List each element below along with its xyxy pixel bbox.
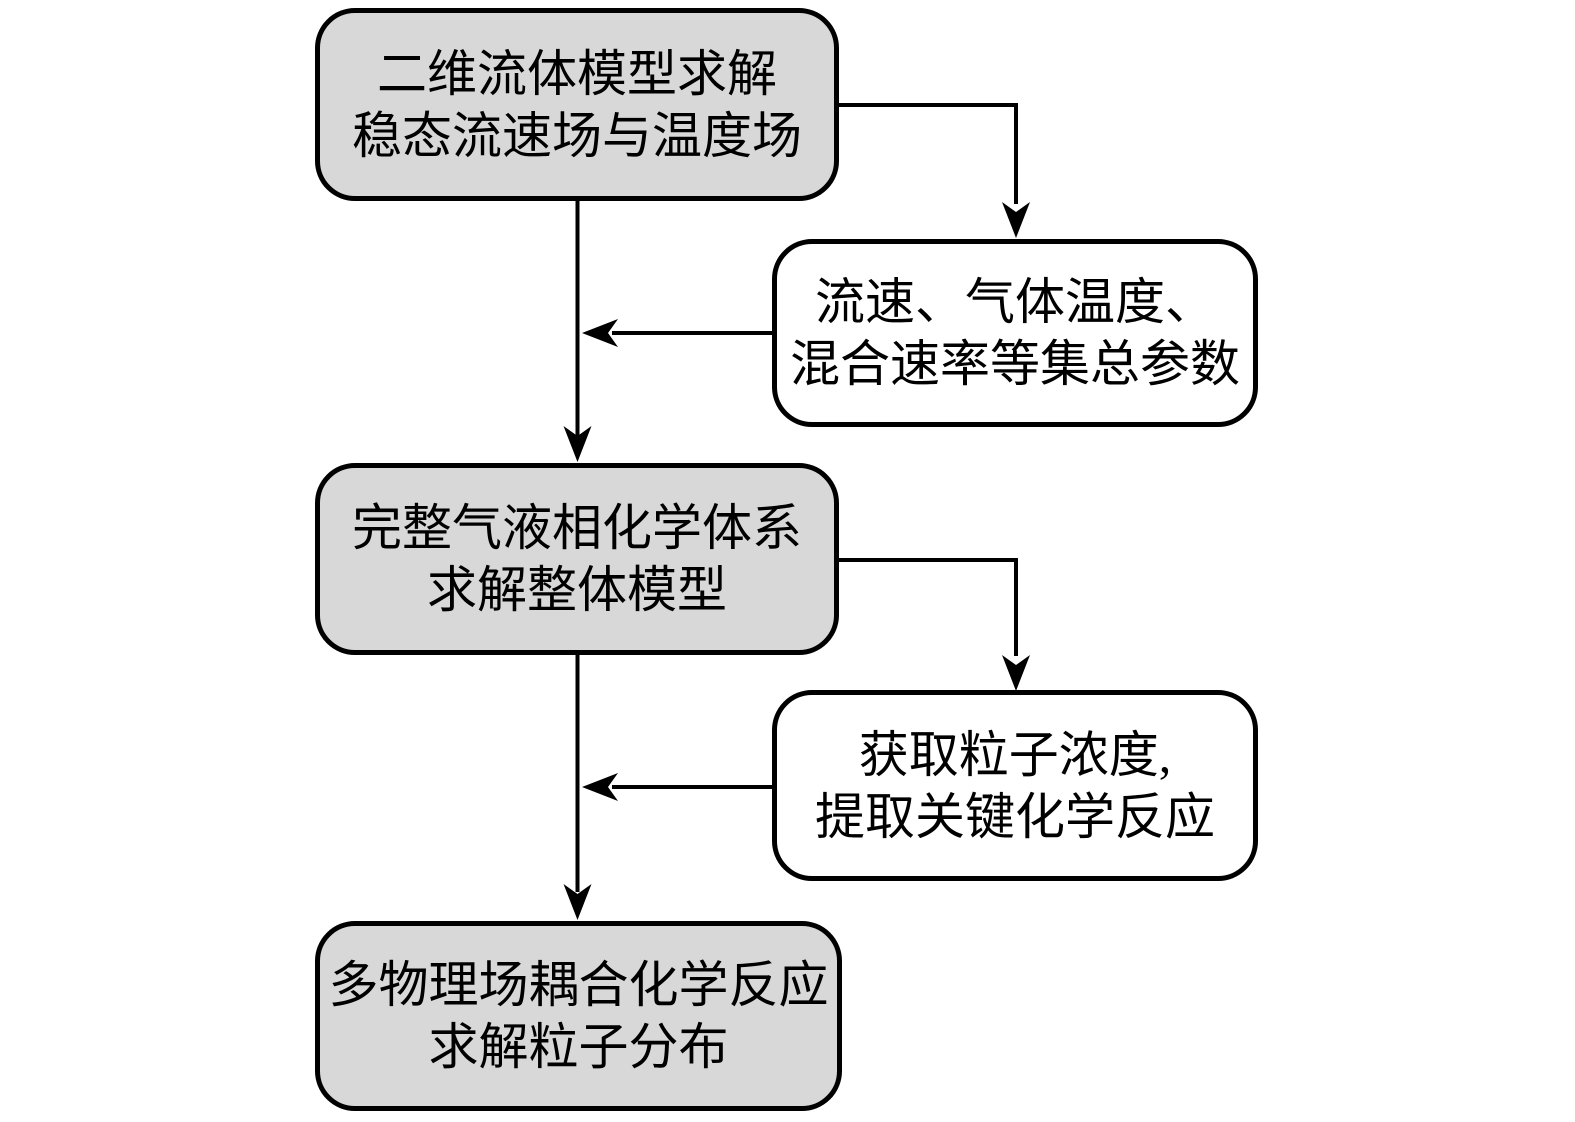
node-text-line: 完整气液相化学体系 <box>352 500 802 556</box>
node-global-model: 完整气液相化学体系 求解整体模型 <box>315 463 839 655</box>
node-lumped-parameters: 流速、气体温度、 混合速率等集总参数 <box>772 239 1258 427</box>
node-fluid-model: 二维流体模型求解 稳态流速场与温度场 <box>315 8 839 201</box>
arrowhead-lumped-merge <box>582 319 618 347</box>
node-text-line: 求解整体模型 <box>427 562 727 618</box>
node-particle-distribution: 多物理场耦合化学反应 求解粒子分布 <box>315 921 842 1111</box>
node-text-line: 获取粒子浓度, <box>858 726 1172 783</box>
node-text-line: 多物理场耦合化学反应 <box>328 957 829 1013</box>
node-text-line: 提取关键化学反应 <box>815 788 1215 845</box>
arrowhead-into-global-model <box>563 426 592 462</box>
node-text-line: 求解粒子分布 <box>428 1019 729 1075</box>
node-text-line: 二维流体模型求解 <box>377 45 777 102</box>
connector-global-to-reactions <box>838 558 1018 656</box>
arrowhead-into-key-reactions <box>1002 655 1030 691</box>
connector-fluid-to-lumped <box>838 103 1018 204</box>
arrowhead-reactions-merge <box>582 773 618 801</box>
arrowhead-into-particle-distribution <box>563 884 592 920</box>
node-text-line: 流速、气体温度、 <box>815 274 1215 330</box>
node-text-line: 稳态流速场与温度场 <box>352 107 802 164</box>
arrowhead-into-lumped-parameters <box>1002 202 1030 238</box>
node-text-line: 混合速率等集总参数 <box>790 336 1240 392</box>
node-key-reactions: 获取粒子浓度, 提取关键化学反应 <box>772 690 1258 881</box>
